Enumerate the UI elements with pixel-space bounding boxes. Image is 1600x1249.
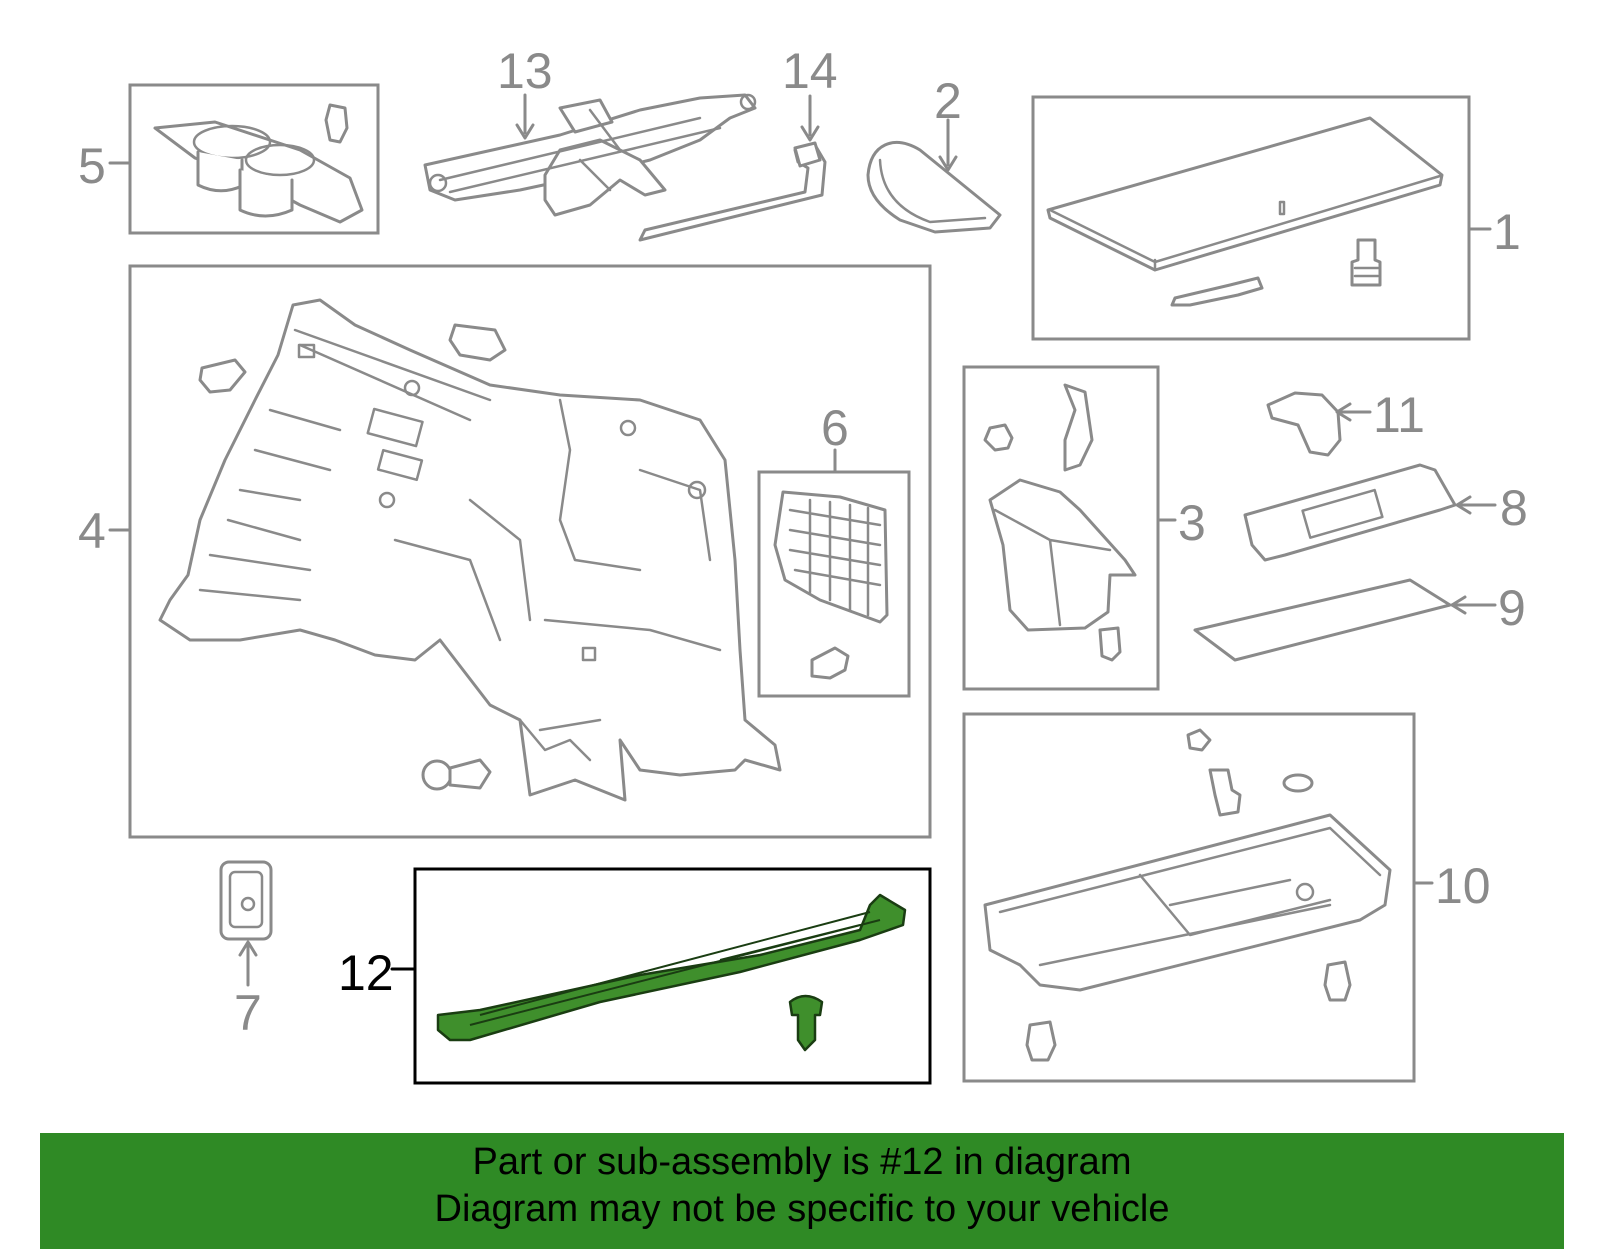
part-12-group[interactable]: 12 bbox=[338, 867, 932, 1085]
callout-7: 7 bbox=[234, 985, 262, 1041]
callout-14: 14 bbox=[782, 43, 838, 99]
part-4-box bbox=[128, 264, 932, 839]
part-1-group[interactable]: 1 bbox=[1031, 95, 1521, 341]
part-1-box bbox=[1031, 95, 1471, 341]
callout-13: 13 bbox=[497, 43, 553, 99]
banner-line-1: Part or sub-assembly is #12 in diagram bbox=[472, 1141, 1132, 1183]
part-3-box bbox=[962, 365, 1160, 691]
callout-9: 9 bbox=[1498, 580, 1526, 636]
part-13-group[interactable]: 13 bbox=[423, 43, 757, 217]
callout-8: 8 bbox=[1500, 480, 1528, 536]
part-9-group[interactable]: 9 bbox=[1193, 578, 1526, 662]
callout-6: 6 bbox=[821, 400, 849, 456]
part-7-group[interactable]: 7 bbox=[219, 860, 273, 1041]
part-12-scuff-plate[interactable] bbox=[436, 893, 907, 1042]
part-4-group[interactable]: 4 bbox=[78, 264, 932, 839]
callout-11: 11 bbox=[1373, 387, 1425, 443]
callout-10: 10 bbox=[1435, 858, 1491, 914]
part-10-box bbox=[962, 712, 1416, 1083]
callout-2: 2 bbox=[934, 73, 962, 129]
banner-line-2: Diagram may not be specific to your vehi… bbox=[434, 1188, 1170, 1230]
part-6-group[interactable]: 6 bbox=[757, 400, 911, 698]
callout-5: 5 bbox=[78, 138, 106, 194]
part-12-clip[interactable] bbox=[788, 994, 824, 1052]
part-8-group[interactable]: 8 bbox=[1243, 463, 1528, 562]
part-5-box bbox=[128, 83, 380, 235]
callout-4: 4 bbox=[78, 503, 106, 559]
callout-12: 12 bbox=[338, 945, 394, 1001]
info-banner: Part or sub-assembly is #12 in diagram D… bbox=[40, 1133, 1564, 1249]
callout-1: 1 bbox=[1493, 204, 1521, 260]
part-12-box bbox=[413, 867, 932, 1085]
part-3-group[interactable]: 3 bbox=[962, 365, 1206, 691]
part-14-group[interactable]: 14 bbox=[638, 43, 838, 242]
part-10-group[interactable]: 10 bbox=[962, 712, 1491, 1083]
part-5-group[interactable]: 5 bbox=[78, 83, 380, 235]
part-11-group[interactable]: 11 bbox=[1266, 387, 1425, 457]
callout-3: 3 bbox=[1178, 495, 1206, 551]
part-2-group[interactable]: 2 bbox=[866, 73, 1002, 234]
